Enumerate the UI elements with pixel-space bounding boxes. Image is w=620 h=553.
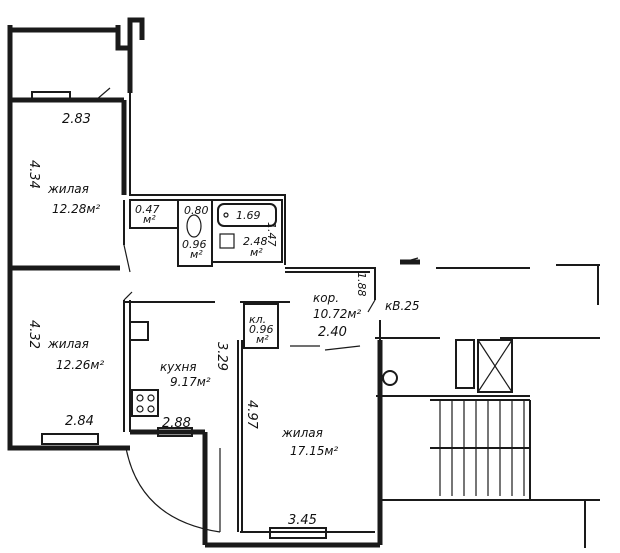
living-left-width: 2.84 (65, 414, 94, 429)
bath-area: 2.48 (243, 235, 268, 248)
living-left-length: 4.32 (26, 320, 41, 349)
closet-area: 0.96 (249, 323, 274, 336)
corridor-width: 2.40 (318, 325, 347, 340)
kitchen-width: 2.88 (162, 416, 191, 431)
living-top-length: 4.34 (26, 160, 41, 189)
storage-unit: м² (143, 213, 156, 226)
corridor-name: кор. (313, 291, 339, 305)
living-big-width: 3.45 (288, 513, 317, 528)
wc-width: 0.80 (184, 204, 209, 217)
living-big-area: 17.15м² (290, 444, 338, 458)
living-left-name: жилая (47, 337, 89, 351)
closet-name: кл. (249, 313, 266, 326)
storage-area: 0.47 (135, 203, 160, 216)
bath-length: 1.47 (265, 222, 278, 247)
living-left-area: 12.26м² (56, 358, 104, 372)
apartment-label: кВ.25 (385, 299, 420, 313)
closet-unit: м² (256, 333, 269, 346)
kitchen-area: 9.17м² (170, 375, 211, 389)
bath-width: 1.69 (236, 209, 261, 222)
wc-unit: м² (190, 248, 203, 261)
bath-unit: м² (250, 246, 263, 259)
kitchen-length: 3.29 (214, 342, 229, 371)
living-top-area: 12.28м² (52, 202, 100, 216)
wc-area: 0.96 (182, 238, 207, 251)
living-big-name: жилая (281, 426, 323, 440)
living-top-name: жилая (47, 182, 89, 196)
kitchen-name: кухня (160, 360, 197, 374)
walls (7, 17, 600, 548)
living-top-width: 2.83 (62, 112, 91, 127)
corridor-length: 1.88 (355, 272, 368, 297)
living-big-length: 4.97 (244, 400, 259, 430)
corridor-area: 10.72м² (313, 307, 361, 321)
room-labels: 2.83 4.34 жилая 12.28м² 4.32 жилая 12.26… (26, 112, 420, 528)
